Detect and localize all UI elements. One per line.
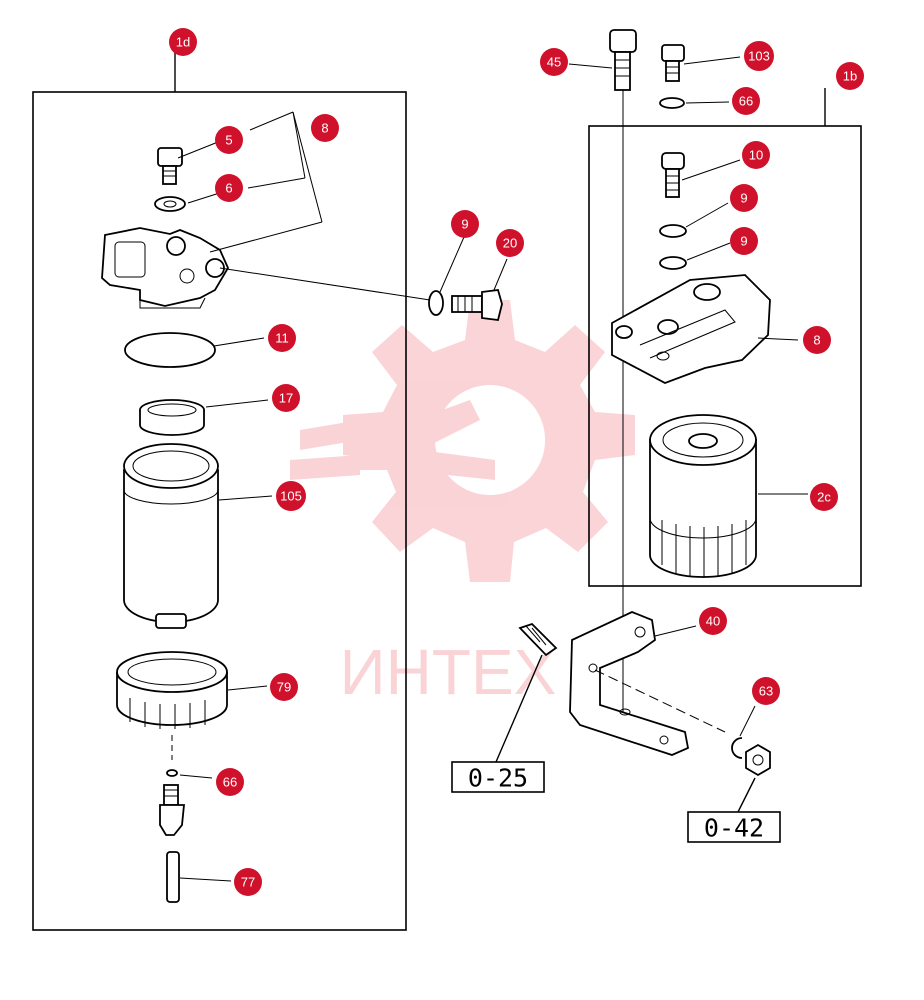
callout-badge-79[interactable]: 79 xyxy=(270,673,298,701)
callout-badge-9[interactable]: 9 xyxy=(730,184,758,212)
callout-badge-40[interactable]: 40 xyxy=(699,607,727,635)
svg-text:8: 8 xyxy=(321,121,328,136)
callout-badge-9[interactable]: 9 xyxy=(451,210,479,238)
snap-ring-part xyxy=(731,737,743,759)
reference-box-stud[interactable]: 0-25 xyxy=(451,761,545,793)
svg-text:66: 66 xyxy=(739,94,753,109)
callout-badge-77[interactable]: 77 xyxy=(234,868,262,896)
banjo-bolt-part xyxy=(428,289,503,321)
bolt-part xyxy=(157,147,183,185)
ring-nut-part xyxy=(116,651,228,729)
callout-badge-20[interactable]: 20 xyxy=(496,229,524,257)
washer-part xyxy=(154,196,186,212)
filter-bowl-part xyxy=(123,443,219,629)
seal-ring-part xyxy=(139,399,205,436)
long-bolt-part xyxy=(609,29,637,91)
svg-text:77: 77 xyxy=(241,875,255,890)
group-frame-left xyxy=(32,91,407,931)
callout-badge-105[interactable]: 105 xyxy=(276,481,306,511)
callout-badge-10[interactable]: 10 xyxy=(742,141,770,169)
svg-text:2c: 2c xyxy=(817,490,831,505)
filter-cartridge-part xyxy=(649,414,757,578)
svg-text:5: 5 xyxy=(225,133,232,148)
stud-part xyxy=(518,622,558,657)
callout-badge-66[interactable]: 66 xyxy=(732,87,760,115)
callout-badge-9[interactable]: 9 xyxy=(730,227,758,255)
callout-badge-8[interactable]: 8 xyxy=(803,326,831,354)
reference-text: 0-42 xyxy=(704,814,764,843)
svg-text:63: 63 xyxy=(759,684,773,699)
callout-badge-11[interactable]: 11 xyxy=(268,324,296,352)
filter-head-part xyxy=(611,274,771,384)
svg-text:8: 8 xyxy=(813,333,820,348)
watermark-text: ИНТЕХ xyxy=(340,636,557,708)
svg-text:6: 6 xyxy=(225,181,232,196)
svg-text:9: 9 xyxy=(461,217,468,232)
svg-text:45: 45 xyxy=(547,55,561,70)
svg-text:20: 20 xyxy=(503,236,517,251)
callout-badge-1d[interactable]: 1d xyxy=(169,28,197,56)
washer-part xyxy=(659,97,685,109)
svg-text:103: 103 xyxy=(748,49,770,64)
svg-text:17: 17 xyxy=(279,391,293,406)
callout-badge-8[interactable]: 8 xyxy=(311,114,339,142)
pin-part xyxy=(166,851,180,903)
watermark-logo-icon xyxy=(290,300,635,582)
svg-text:9: 9 xyxy=(740,234,747,249)
reference-text: 0-25 xyxy=(468,764,528,793)
callout-badge-2c[interactable]: 2c xyxy=(810,483,838,511)
group-frame-right xyxy=(588,125,862,587)
bracket-part xyxy=(569,611,690,756)
filter-head-part xyxy=(101,227,230,309)
reference-box-nut[interactable]: 0-42 xyxy=(687,811,781,843)
washer-part xyxy=(659,256,687,270)
nut-part xyxy=(745,743,771,777)
washer-part xyxy=(659,224,687,238)
svg-text:105: 105 xyxy=(280,489,302,504)
drain-plug-part xyxy=(159,784,185,836)
svg-text:66: 66 xyxy=(223,775,237,790)
svg-text:10: 10 xyxy=(749,148,763,163)
callout-badge-6[interactable]: 6 xyxy=(215,174,243,202)
callout-badge-45[interactable]: 45 xyxy=(540,48,568,76)
o-ring-part xyxy=(124,332,216,368)
bolt-part xyxy=(661,152,685,198)
callout-badge-103[interactable]: 103 xyxy=(744,41,774,71)
callout-badge-5[interactable]: 5 xyxy=(215,126,243,154)
svg-text:11: 11 xyxy=(275,331,289,346)
callout-badge-1b[interactable]: 1b xyxy=(836,62,864,90)
callout-badge-17[interactable]: 17 xyxy=(272,384,300,412)
leader-lines xyxy=(177,56,808,882)
svg-text:40: 40 xyxy=(706,614,720,629)
svg-text:1b: 1b xyxy=(843,69,857,84)
callout-badge-63[interactable]: 63 xyxy=(752,677,780,705)
svg-text:1d: 1d xyxy=(176,35,190,50)
bolt-part xyxy=(661,44,685,82)
svg-text:79: 79 xyxy=(277,680,291,695)
callout-badge-66[interactable]: 66 xyxy=(216,768,244,796)
svg-text:9: 9 xyxy=(740,191,747,206)
